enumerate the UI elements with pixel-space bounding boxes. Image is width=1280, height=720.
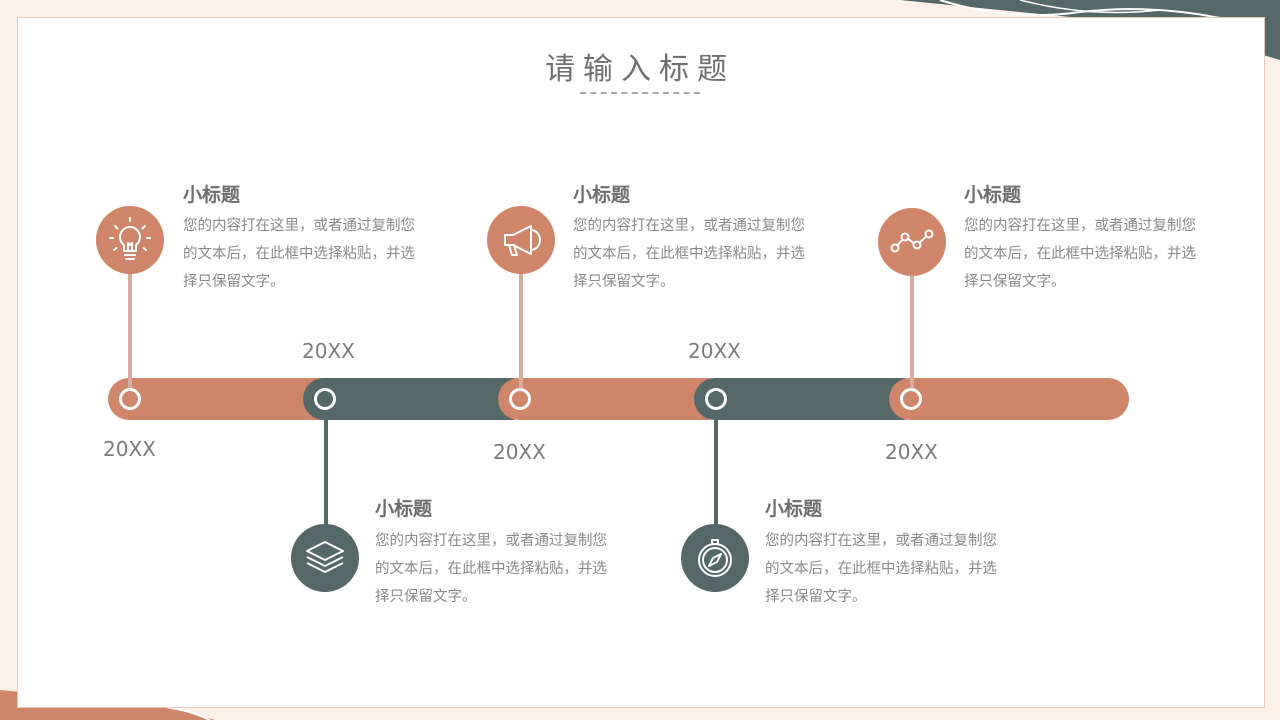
- stem-1: [128, 272, 132, 390]
- timeline-segment-2: [303, 378, 533, 420]
- item-body-4: 您的内容打在这里，或者通过复制您的文本后，在此框中选择粘贴，并选择只保留文字。: [765, 533, 997, 605]
- item-title-5: 小标题: [964, 184, 1022, 206]
- timeline-node-4: [705, 388, 727, 410]
- year-label-3: 20XX: [493, 440, 546, 464]
- timeline-node-1: [119, 388, 141, 410]
- item-title-1: 小标题: [183, 184, 241, 206]
- year-label-4: 20XX: [688, 339, 741, 363]
- item-title-2: 小标题: [375, 498, 433, 520]
- year-label-1: 20XX: [103, 437, 156, 461]
- layers-icon: [291, 524, 359, 592]
- megaphone-icon: [487, 206, 555, 274]
- lightbulb-icon: [96, 206, 164, 274]
- timeline-segment-5: [889, 378, 1129, 420]
- title-underline: [580, 92, 700, 94]
- page-title: 请输入标题: [545, 52, 735, 87]
- item-body-1: 您的内容打在这里，或者通过复制您的文本后，在此框中选择粘贴，并选择只保留文字。: [183, 218, 415, 290]
- year-label-2: 20XX: [302, 339, 355, 363]
- timeline-node-3: [509, 388, 531, 410]
- item-title-3: 小标题: [573, 184, 631, 206]
- timeline-segment-4: [694, 378, 924, 420]
- item-body-5: 您的内容打在这里，或者通过复制您的文本后，在此框中选择粘贴，并选择只保留文字。: [964, 218, 1196, 290]
- stem-4: [714, 410, 718, 528]
- content-card: [17, 17, 1265, 708]
- stem-2: [324, 410, 328, 528]
- timeline-node-5: [900, 388, 922, 410]
- timeline-segment-3: [498, 378, 728, 420]
- timeline-node-2: [314, 388, 336, 410]
- compass-icon: [681, 524, 749, 592]
- stem-5: [910, 272, 914, 390]
- timeline-segment-1: [108, 378, 338, 420]
- year-label-5: 20XX: [885, 440, 938, 464]
- stem-3: [519, 272, 523, 390]
- item-body-2: 您的内容打在这里，或者通过复制您的文本后，在此框中选择粘贴，并选择只保留文字。: [375, 533, 607, 605]
- item-body-3: 您的内容打在这里，或者通过复制您的文本后，在此框中选择粘贴，并选择只保留文字。: [573, 218, 805, 290]
- item-title-4: 小标题: [765, 498, 823, 520]
- line-chart-icon: [878, 208, 946, 276]
